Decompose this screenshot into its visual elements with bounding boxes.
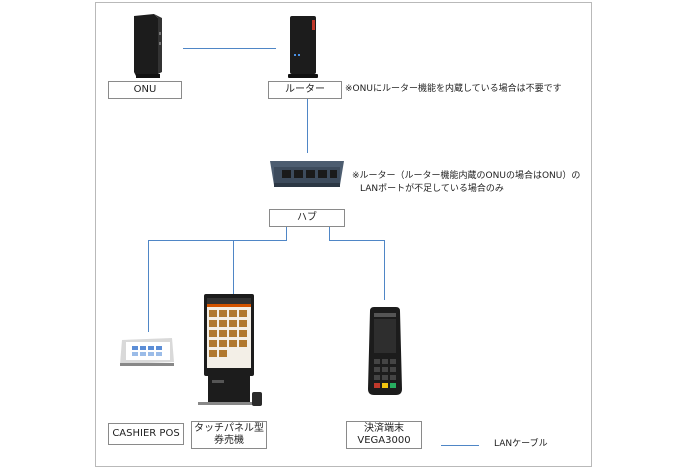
hub-device-image (266, 155, 348, 195)
lan-cable-router-hub (307, 99, 308, 153)
cashier-pos-label: CASHIER POS (108, 423, 184, 445)
hub-label: ハブ (269, 209, 345, 227)
legend-lan-cable-label: LANケーブル (494, 439, 548, 449)
router-note: ※ONUにルーター機能を内蔵している場合は不要です (345, 84, 562, 94)
onu-label: ONU (108, 81, 182, 99)
router-device-image (284, 14, 324, 80)
lan-cable-onu-router (183, 48, 276, 49)
payment-terminal-label-line1: 決済端末 (364, 423, 404, 434)
router-label: ルーター (268, 81, 342, 99)
touch-panel-label-line2: 券売機 (214, 435, 244, 446)
touch-panel-label: タッチパネル型 券売機 (191, 421, 267, 449)
lan-cable-branch-right-horizontal (329, 240, 384, 241)
payment-terminal-label-line2: VEGA3000 (357, 435, 411, 446)
lan-cable-hub-right-stub (329, 227, 330, 241)
lan-cable-to-payment (384, 240, 385, 300)
payment-terminal-label: 決済端末 VEGA3000 (346, 421, 422, 449)
diagram-frame (95, 2, 592, 467)
onu-device-image (128, 12, 168, 80)
lan-cable-branch-horizontal (148, 240, 287, 241)
legend-lan-cable-swatch (441, 445, 479, 446)
hub-note-line1: ※ルーター（ルーター機能内蔵のONUの場合はONU）の (352, 171, 581, 181)
lan-cable-to-pos (148, 240, 149, 332)
lan-cable-hub-left-stub (286, 227, 287, 241)
lan-cable-to-kiosk (233, 240, 234, 294)
hub-note-line2: LANポートが不足している場合のみ (360, 184, 504, 194)
touch-panel-kiosk-image (196, 290, 268, 414)
touch-panel-label-line1: タッチパネル型 (194, 423, 264, 434)
payment-terminal-image (360, 303, 410, 399)
cashier-pos-device-image (116, 330, 178, 370)
